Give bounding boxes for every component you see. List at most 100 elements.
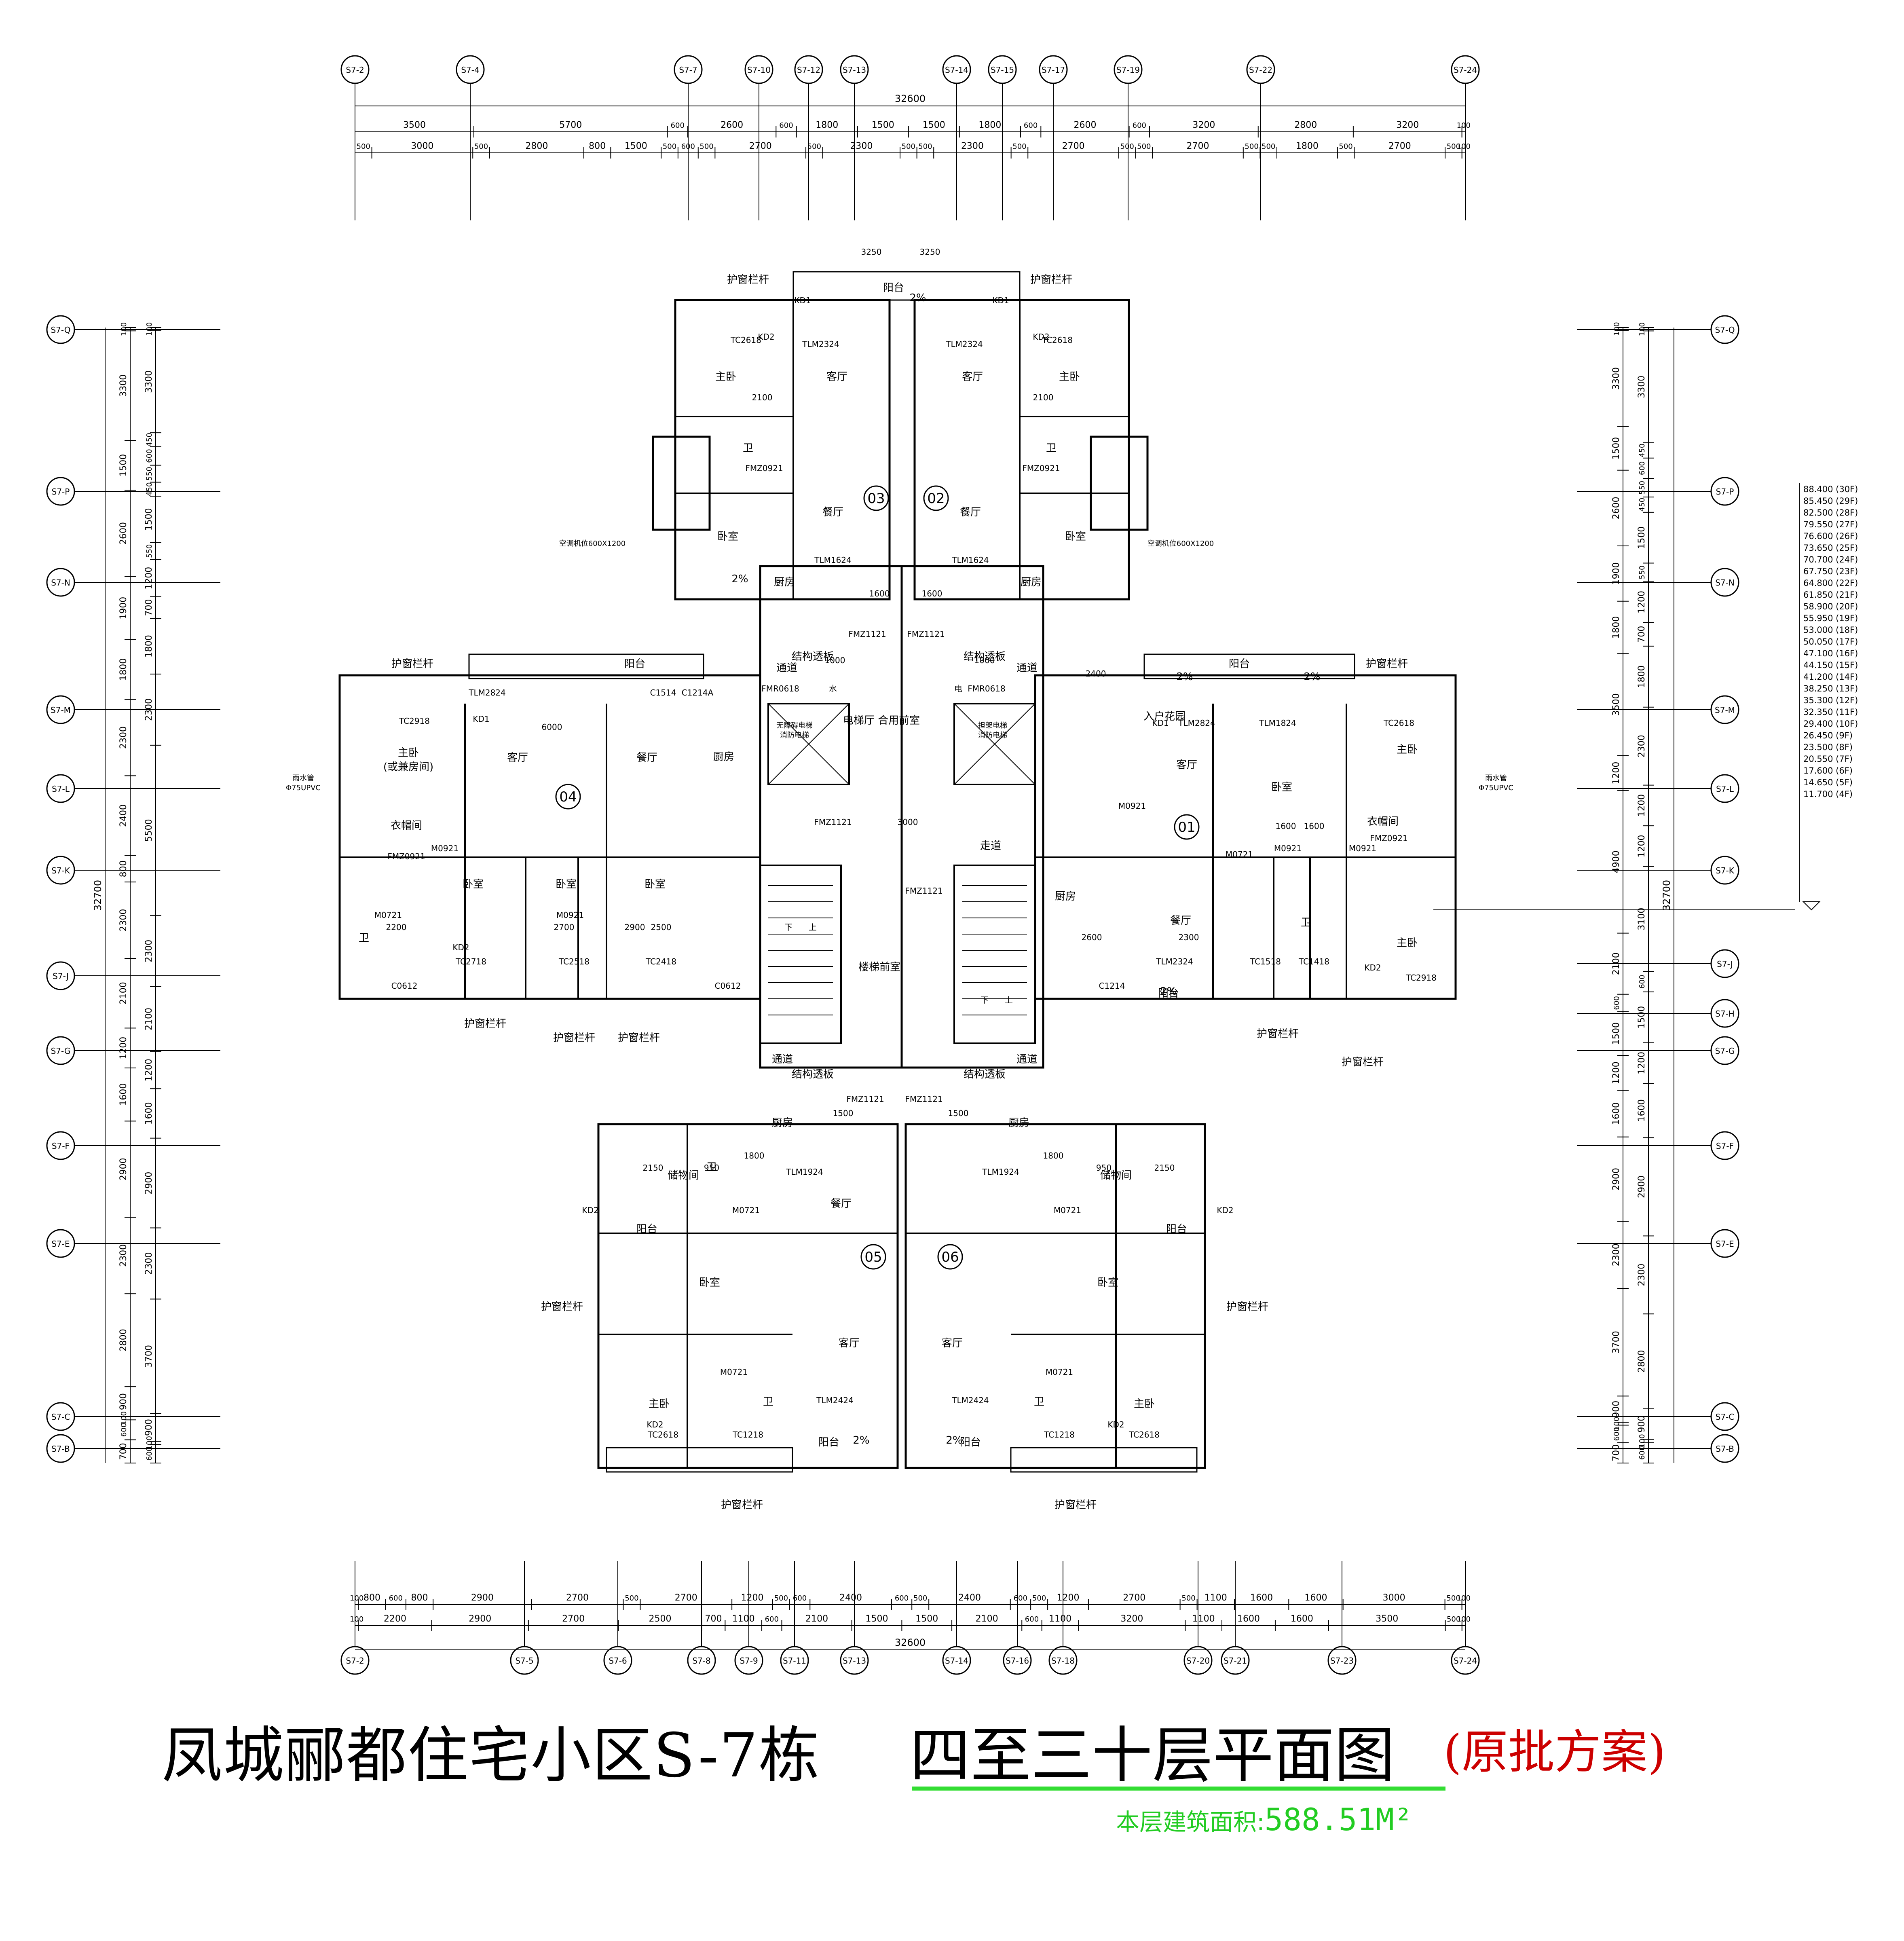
unit-06-outline <box>904 1123 1206 1469</box>
room-label: 2% <box>853 1434 869 1446</box>
room-label: 卫 <box>743 442 753 455</box>
top-dim-row1-value: 3500 <box>403 120 426 130</box>
right-axis-bubble <box>1710 1229 1739 1258</box>
left-axis-bubble-label: S7-K <box>51 866 70 875</box>
bottom-axis-bubble-label: S7-14 <box>945 1656 968 1666</box>
left-axis-bubble <box>46 695 75 724</box>
code-label: TC1218 <box>1044 1430 1075 1440</box>
code-label: 1800 <box>1043 1151 1064 1161</box>
left-dim-inner-value: 3300 <box>144 370 154 393</box>
bottom-dim-row1-value: 2900 <box>471 1593 494 1603</box>
left-dim-inner-value: 3700 <box>144 1345 154 1368</box>
code-label: FMZ1121 <box>907 629 945 639</box>
code-label: FMZ1121 <box>814 817 852 827</box>
room-label: 结构透板 <box>964 1068 1006 1080</box>
room-label: 阳台 <box>818 1436 839 1448</box>
room-label: 阳台 <box>1166 1223 1187 1235</box>
floor-area-caption: 本层建筑面积: <box>1116 1808 1265 1836</box>
right-dim-inner-value: 100 <box>1638 1434 1646 1448</box>
code-label: TLM1824 <box>1259 718 1296 728</box>
top-dim-row1-value: 600 <box>671 121 685 130</box>
bottom-axis-bubble-label: S7-6 <box>609 1656 627 1666</box>
unit-05-outline <box>597 1123 899 1469</box>
bottom-axis-bubble-label: S7-8 <box>692 1656 710 1666</box>
room-label: 护窗栏杆 <box>1257 1028 1299 1040</box>
elevator-cross <box>768 703 850 785</box>
bottom-dim-row1-value: 3000 <box>1383 1593 1405 1603</box>
top-dim-row2-value: 500 <box>918 142 932 151</box>
bottom-axis-bubble-label: S7-20 <box>1186 1656 1210 1666</box>
room-label: (或兼房间) <box>383 761 433 773</box>
code-label: TC1518 <box>1250 957 1281 966</box>
bottom-axis-bubble-label: S7-11 <box>783 1656 806 1666</box>
top-axis-bubble-label: S7-15 <box>991 65 1014 75</box>
room-label: 卫 <box>763 1396 773 1408</box>
room-label: 电梯厅 合用前室 <box>843 715 920 727</box>
room-label: 入户花园 <box>1143 710 1186 723</box>
right-axis-bubble <box>1710 695 1739 724</box>
code-label: KD1 <box>1152 718 1169 728</box>
bottom-dim-row2-value: 1500 <box>866 1614 888 1624</box>
right-dim-inner-value: 1200 <box>1637 1052 1647 1074</box>
left-axis-bubble <box>46 774 75 803</box>
room-label: 卧室 <box>1065 531 1086 543</box>
left-axis-bubble-label: S7-L <box>52 784 70 794</box>
code-label: 2150 <box>643 1163 664 1173</box>
left-axis-bubble <box>46 1229 75 1258</box>
room-label: 储物间 <box>668 1169 699 1182</box>
right-axis-bubble <box>1710 856 1739 885</box>
right-dim-inner-value: 1200 <box>1637 794 1647 817</box>
room-label: 2% <box>731 573 748 585</box>
right-dim-outer-value: 1500 <box>1611 1022 1621 1045</box>
code-label: TC1418 <box>1298 957 1329 966</box>
right-dim-inner-value: 600 <box>1638 1446 1646 1460</box>
bottom-axis-bubble <box>840 1646 869 1675</box>
right-axis-bubble-label: S7-K <box>1716 866 1735 875</box>
top-dim-row1-value: 5700 <box>559 120 582 130</box>
code-label: KD2 <box>1217 1205 1233 1215</box>
right-dim-inner-value: 2300 <box>1637 735 1647 757</box>
top-axis-bubble-label: S7-4 <box>461 65 479 75</box>
elevation-entry: 73.650 (25F) <box>1803 543 1858 553</box>
top-axis-bubble <box>674 55 703 84</box>
bottom-axis-bubble-label: S7-2 <box>346 1656 364 1666</box>
right-dim-inner-value: 1500 <box>1637 1006 1647 1029</box>
left-axis-bubble <box>46 315 75 344</box>
right-dim-inner-value: 2900 <box>1637 1176 1647 1198</box>
right-axis-bubble <box>1710 568 1739 597</box>
right-dim-outer-value: 100 <box>1612 322 1621 336</box>
bottom-axis-bubble <box>687 1646 716 1675</box>
code-label: TC2418 <box>645 957 676 966</box>
left-axis-bubble-label: S7-M <box>51 705 71 715</box>
right-dim-inner-value: 600 <box>1638 461 1646 475</box>
elevation-entry: 70.700 (24F) <box>1803 555 1858 565</box>
right-dim-outer-value: 1500 <box>1611 437 1621 460</box>
code-label: 2600 <box>1082 932 1102 942</box>
code-label: KD2 <box>452 943 469 952</box>
unit-01-outline <box>1034 674 1457 1000</box>
left-dim-inner-value: 2300 <box>144 1252 154 1275</box>
code-label: TLM1924 <box>786 1167 823 1177</box>
left-axis-bubble <box>46 1402 75 1431</box>
room-label: 护窗栏杆 <box>1054 1499 1097 1511</box>
right-dim-outer-value: 1600 <box>1611 1102 1621 1125</box>
right-dim-inner-value: 700 <box>1637 626 1647 643</box>
right-axis-bubble-label: S7-L <box>1716 784 1734 794</box>
room-label: 通道 <box>776 662 797 674</box>
code-label: 下 <box>981 995 989 1005</box>
room-label: 卧室 <box>699 1277 720 1289</box>
elevator-cross <box>954 703 1035 785</box>
right-axis-bubble <box>1710 1131 1739 1160</box>
bottom-dim-row2-value: 2700 <box>562 1614 585 1624</box>
right-dim-inner-value: 900 <box>1637 1416 1647 1433</box>
code-label: 2100 <box>752 393 773 402</box>
top-axis-bubble-label: S7-24 <box>1454 65 1477 75</box>
elevation-entry: 23.500 (8F) <box>1803 742 1853 752</box>
right-axis-bubble <box>1710 1402 1739 1431</box>
top-dim-row2-value: 500 <box>902 142 915 151</box>
bottom-dim-row2-value: 2100 <box>805 1614 828 1624</box>
elevator-label: 消防电梯 <box>978 731 1007 740</box>
left-axis-bubble-label: S7-J <box>53 971 69 981</box>
code-label: TLM1924 <box>982 1167 1019 1177</box>
